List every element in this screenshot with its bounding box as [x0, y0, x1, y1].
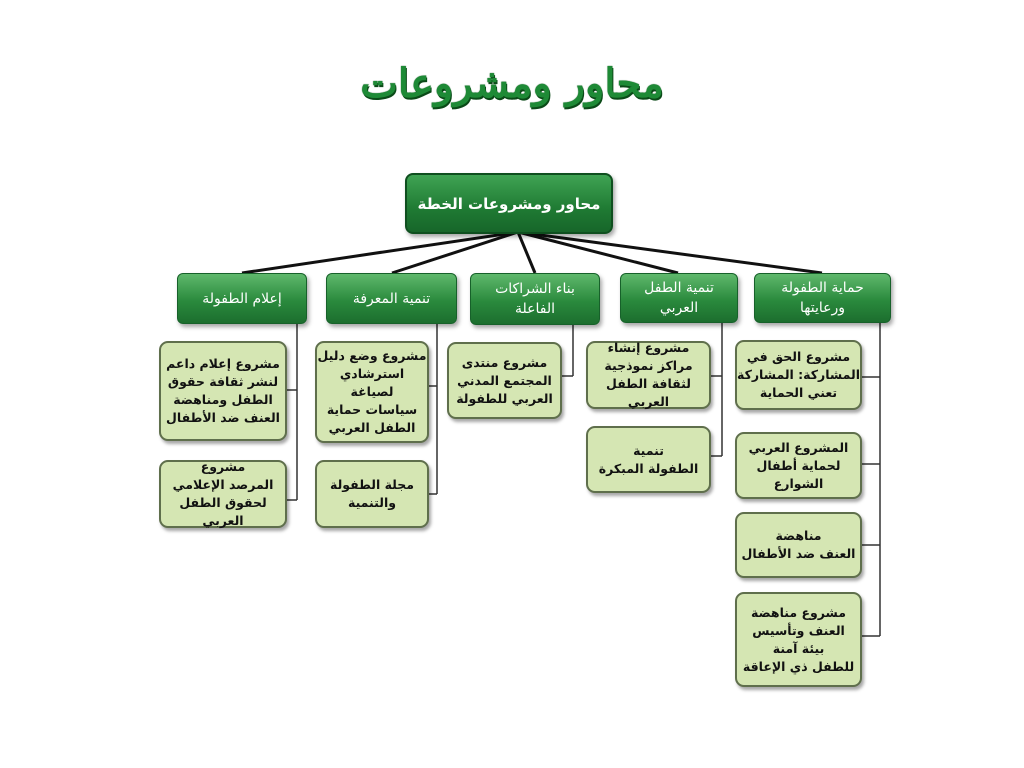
axis-node-knowledge: تنمية المعرفة	[326, 273, 457, 324]
project-anti-violence: مناهضة العنف ضد الأطفال	[735, 512, 862, 578]
project-media-observatory: مشروع المرصد الإعلامي لحقوق الطفل العربي	[159, 459, 287, 528]
project-childhood-magazine: مجلة الطفولة والتنمية	[315, 460, 429, 528]
root-to-axis-1	[517, 230, 679, 275]
root-to-axis-0	[517, 230, 823, 275]
project-participation-right: مشروع الحق في المشاركة: المشاركة تعني ال…	[735, 340, 862, 410]
root-to-axis-4	[241, 230, 519, 275]
project-early-childhood: تنمية الطفولة المبكرة	[586, 426, 711, 493]
root-to-axis-3	[391, 230, 519, 275]
root-node: محاور ومشروعات الخطة	[405, 173, 613, 234]
axis-node-partnerships: بناء الشراكات الفاعلة	[470, 273, 600, 325]
project-civil-society-forum: مشروع منتدى المجتمع المدني العربي للطفول…	[447, 342, 562, 419]
project-policy-guide: مشروع وضع دليل استرشادي لصياغة سياسات حم…	[315, 341, 429, 443]
project-model-centers: مشروع إنشاء مراكز نموذجية لثقافة الطفل ا…	[586, 340, 711, 409]
project-street-children: المشروع العربي لحماية أطفال الشوارع	[735, 432, 862, 499]
slide-title: محاور ومشروعات	[360, 60, 664, 107]
project-supportive-media: مشروع إعلام داعم لنشر ثقافة حقوق الطفل و…	[159, 341, 287, 441]
axis-node-child-protection: حماية الطفولة ورعايتها	[754, 273, 891, 323]
root-to-axis-2	[516, 231, 537, 274]
axis-node-childhood-media: إعلام الطفولة	[177, 273, 307, 324]
axis-node-child-development: تنمية الطفل العربي	[620, 273, 738, 323]
project-disability-safe-environment: مشروع مناهضة العنف وتأسيس بيئة آمنة للطف…	[735, 592, 862, 687]
